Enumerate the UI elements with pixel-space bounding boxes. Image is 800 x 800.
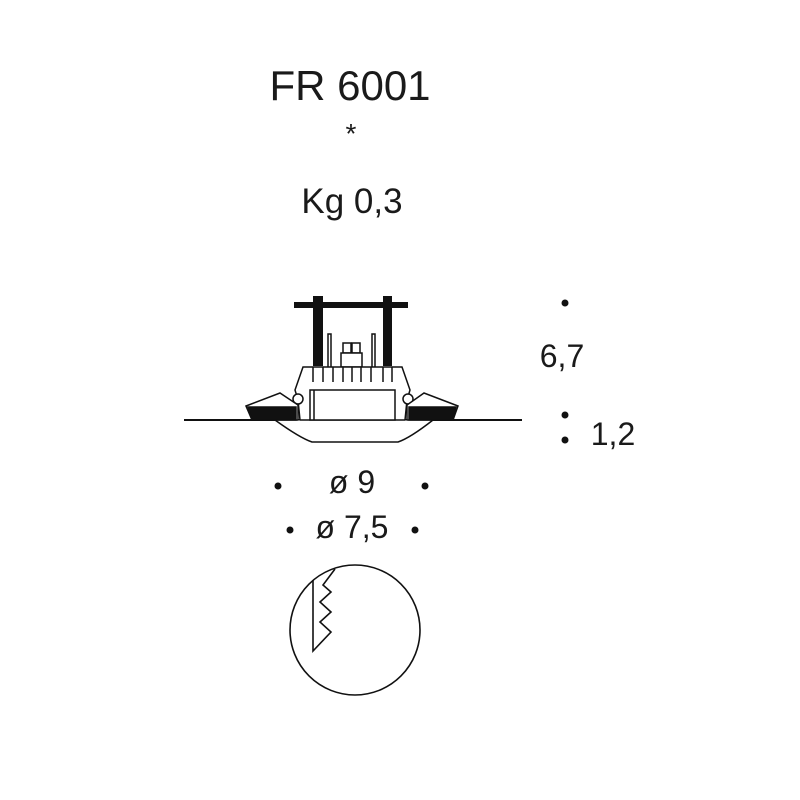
cutout-diameter-dimension: ø 7,5 xyxy=(315,509,389,545)
dimension-dots xyxy=(274,299,569,534)
downlight-side-view xyxy=(184,296,522,443)
outer-diameter-dimension: ø 9 xyxy=(328,464,376,500)
note-marker: * xyxy=(345,118,357,149)
weight-label: Kg 0,3 xyxy=(301,182,403,221)
front-view-symbol xyxy=(289,564,421,696)
height-dimension: 6,7 xyxy=(539,338,585,374)
trim-height-dimension: 1,2 xyxy=(590,416,636,452)
product-code: FR 6001 xyxy=(269,62,431,109)
